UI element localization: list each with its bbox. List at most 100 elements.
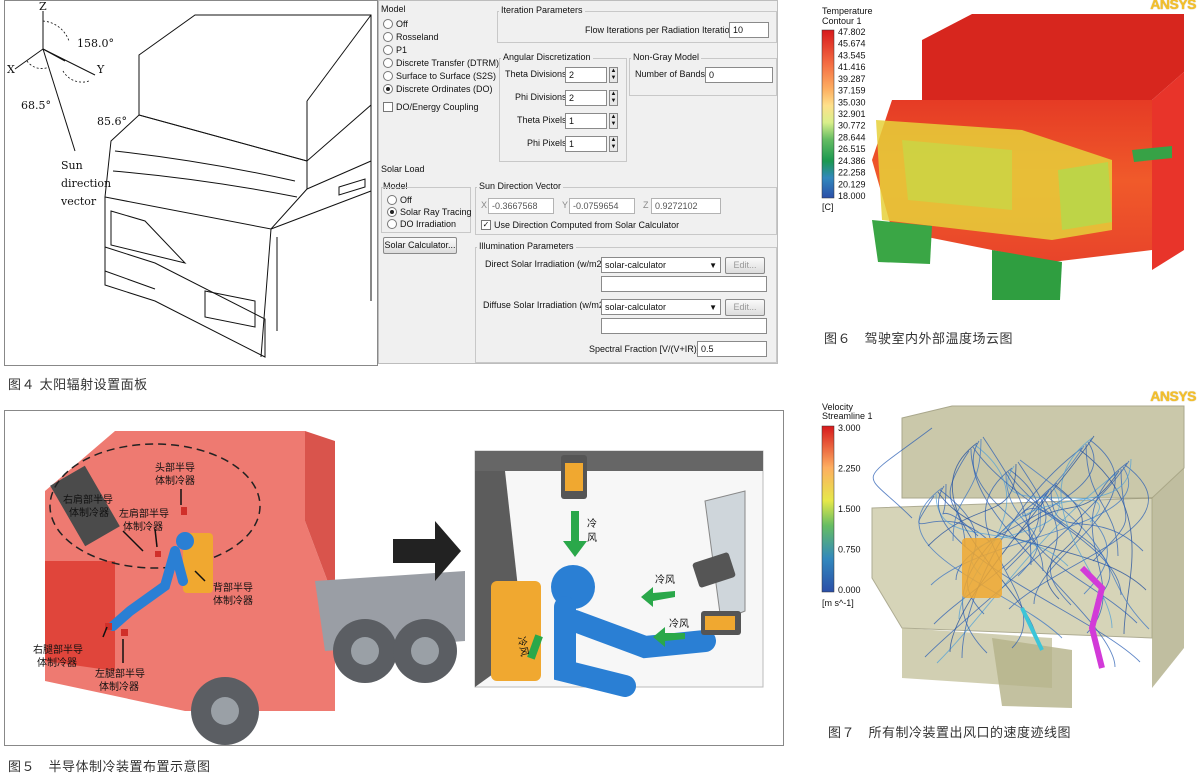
temperature-colorbar [821, 29, 835, 199]
sun-x-input[interactable]: -0.3667568 [488, 198, 554, 214]
phi-divisions-input[interactable]: 2 [565, 90, 607, 106]
axis-y-label: Y [96, 63, 105, 76]
sun-label-line1: Sun [61, 159, 83, 172]
fig4-caption: 图４ 太阳辐射设置面板 [8, 378, 148, 393]
sun-y-input[interactable]: -0.0759654 [569, 198, 635, 214]
direct-edit-button[interactable]: Edit... [725, 257, 765, 274]
sun-z-input[interactable]: 0.9272102 [651, 198, 721, 214]
solar-radio-do-irradiation[interactable]: DO Irradiation [387, 219, 456, 229]
axis-x-label: X [7, 63, 15, 76]
solar-radio-off[interactable]: Off [387, 195, 412, 205]
tec-leg-marker [105, 623, 112, 630]
label-rshoulder-2: 体制冷器 [69, 506, 109, 519]
manikin-head [176, 532, 194, 550]
streamline-path [927, 463, 1017, 547]
theta-divisions-spinner[interactable]: ▲▼ [609, 67, 618, 83]
cab-side [1152, 468, 1184, 688]
phi-divisions-spinner[interactable]: ▲▼ [609, 90, 618, 106]
colorbar-ticks: 47.80245.67443.54541.41639.28737.15935.0… [838, 27, 866, 201]
ansys-logo: ANSYS [1150, 0, 1196, 12]
legend-unit: [C] [822, 202, 834, 212]
angle-label-68: 68.5° [21, 99, 51, 112]
illumination-title: Illumination Parameters [477, 241, 576, 251]
model-radio-do[interactable]: Discrete Ordinates (DO) [383, 84, 493, 94]
diffuse-edit-button[interactable]: Edit... [725, 299, 765, 316]
colorbar-tick-label: 26.515 [838, 144, 866, 154]
sun-direction-drawing: Z X Y 158.0° 68.5° 85.6° Sun direction v… [4, 0, 378, 366]
tec-layout-figure: 头部半导 体制冷器 右肩部半导 体制冷器 左肩部半导 体制冷器 背部半导 体制冷… [4, 410, 784, 746]
radio-icon [383, 32, 393, 42]
cold-air-label-shoulder: 冷风 [655, 573, 675, 586]
label-rleg-2: 体制冷器 [37, 656, 77, 669]
fig5-caption: 图５ 半导体制冷装置布置示意图 [8, 760, 211, 775]
label-rshoulder-1: 右肩部半导 [63, 493, 113, 506]
streamline-path [1060, 437, 1113, 629]
diffuse-extra-field[interactable] [601, 318, 767, 334]
cold-air-label-a: 冷 [587, 517, 597, 530]
streamline-path [942, 483, 979, 537]
solar-radio-ray-tracing[interactable]: Solar Ray Tracing [387, 207, 472, 217]
use-direction-checkbox[interactable]: ✓Use Direction Computed from Solar Calcu… [481, 220, 680, 230]
cold-air-arrow-head [563, 511, 587, 557]
sun-label-line2: direction [61, 177, 111, 190]
legend-unit: [m s^-1] [822, 598, 854, 608]
direct-extra-field[interactable] [601, 276, 767, 292]
diffuse-irradiation-dropdown[interactable]: solar-calculator▼ [601, 299, 721, 315]
model-radio-off[interactable]: Off [383, 19, 408, 29]
spectral-fraction-input[interactable]: 0.5 [697, 341, 767, 357]
sun-vector-line [42, 48, 76, 152]
theta-divisions-input[interactable]: 2 [565, 67, 607, 83]
flow-iterations-input[interactable]: 10 [729, 22, 769, 38]
streamline-path [952, 438, 982, 542]
streamline-path [918, 495, 991, 543]
radio-icon [387, 195, 397, 205]
streamline-path [1008, 464, 1149, 610]
colorbar-tick-label: 37.159 [838, 86, 866, 96]
sun-z-label: Z [643, 200, 649, 210]
label-lleg-1: 左腿部半导 [95, 667, 145, 680]
checkbox-checked-icon: ✓ [481, 220, 491, 230]
streamline-path [982, 436, 1032, 566]
cold-air-arrow-back [527, 634, 543, 660]
colorbar-tick-label: 18.000 [838, 191, 866, 201]
cab-roof [922, 14, 1184, 100]
truck-cab-illustration: 头部半导 体制冷器 右肩部半导 体制冷器 左肩部半导 体制冷器 背部半导 体制冷… [33, 431, 764, 745]
number-of-bands-input[interactable]: 0 [705, 67, 773, 83]
theta-pixels-spinner[interactable]: ▲▼ [609, 113, 618, 129]
fig7-caption: 图７ 所有制冷装置出风口的速度迹线图 [828, 726, 1072, 741]
phi-pixels-spinner[interactable]: ▲▼ [609, 136, 618, 152]
phi-pixels-label: Phi Pixels [527, 138, 567, 148]
streamline-path [972, 446, 1122, 596]
colorbar-tick-label: 39.287 [838, 74, 866, 84]
colorbar-tick-label: 0.000 [838, 585, 861, 595]
theta-pixels-input[interactable]: 1 [565, 113, 607, 129]
direct-irradiation-dropdown[interactable]: solar-calculator▼ [601, 257, 721, 273]
label-head-1: 头部半导 [155, 461, 195, 474]
flow-iterations-label: Flow Iterations per Radiation Iteration [585, 25, 735, 35]
angle-label-158: 158.0° [77, 37, 114, 50]
model-radio-rosseland[interactable]: Rosseland [383, 32, 439, 42]
do-energy-coupling-checkbox[interactable]: DO/Energy Coupling [383, 102, 479, 112]
colorbar-tick-label: 47.802 [838, 27, 866, 37]
phi-pixels-input[interactable]: 1 [565, 136, 607, 152]
streamline-path [1079, 449, 1133, 635]
radio-icon [387, 219, 397, 229]
sun-vector-upper [42, 48, 66, 62]
radio-icon [383, 45, 393, 55]
solar-model-group [381, 187, 471, 233]
spectral-fraction-label: Spectral Fraction [V/(V+IR)] [589, 344, 700, 354]
manikin-body [108, 546, 188, 631]
streamline-path [1086, 462, 1128, 634]
model-radio-dtrm[interactable]: Discrete Transfer (DTRM) [383, 58, 499, 68]
label-back-2: 体制冷器 [213, 594, 253, 607]
radiation-model-panel: Model Off Rosseland P1 Discrete Transfer… [378, 0, 778, 364]
solar-calculator-button[interactable]: Solar Calculator... [383, 237, 457, 254]
streamline-manikin [1079, 565, 1106, 669]
number-of-bands-label: Number of Bands [635, 69, 706, 79]
model-radio-s2s[interactable]: Surface to Surface (S2S) [383, 71, 496, 81]
model-radio-p1[interactable]: P1 [383, 45, 407, 55]
streamline-path [936, 472, 1118, 664]
radio-icon [383, 58, 393, 68]
sun-y-label: Y [562, 200, 569, 210]
